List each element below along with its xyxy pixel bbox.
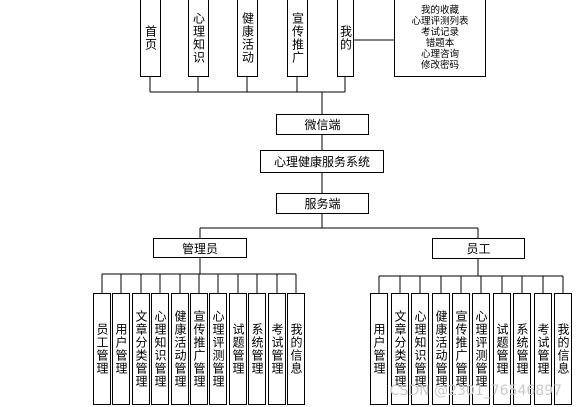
system-node: 心理健康服务系统	[260, 150, 384, 173]
admin-module-exam: 考试管理	[268, 293, 286, 405]
admin-module-questions: 试题管理	[229, 293, 247, 405]
submenu-consultation: 心理咨询	[420, 48, 459, 60]
employee-module-promotion: 宣传推广管理	[452, 293, 470, 405]
module-activity: 健康活动	[237, 0, 258, 77]
module-knowledge: 心理知识	[188, 0, 209, 77]
admin-module-my-info: 我的信息	[287, 293, 305, 405]
watermark: CSDN @2301_76546897	[389, 383, 562, 399]
admin-module-staff: 员工管理	[93, 293, 111, 405]
submenu-wrong-questions: 错题本	[425, 37, 455, 49]
employee-module-article-category: 文章分类管理	[391, 293, 409, 405]
my-submenu-box: 我的收藏 心理评测列表 考试记录 错题本 心理咨询 修改密码	[394, 0, 486, 77]
admin-module-article-category: 文章分类管理	[132, 293, 150, 405]
submenu-favorites: 我的收藏	[420, 4, 459, 16]
employee-module-exam: 考试管理	[534, 293, 552, 405]
module-mine: 我的	[337, 0, 354, 77]
admin-module-users: 用户管理	[112, 293, 130, 405]
module-promotion: 宣传推广	[287, 0, 308, 77]
admin-module-promotion: 宣传推广管理	[190, 293, 208, 405]
submenu-assessment-list: 心理评测列表	[411, 15, 469, 27]
employee-node: 员工	[432, 238, 525, 259]
employee-module-assessment: 心理评测管理	[472, 293, 490, 405]
employee-module-activity: 健康活动管理	[432, 293, 450, 405]
employee-module-questions: 试题管理	[493, 293, 511, 405]
server-node: 服务端	[276, 193, 369, 214]
employee-module-knowledge: 心理知识管理	[411, 293, 429, 405]
admin-module-activity: 健康活动管理	[171, 293, 189, 405]
admin-module-system: 系统管理	[248, 293, 266, 405]
client-node: 微信端	[276, 114, 369, 135]
admin-node: 管理员	[153, 238, 247, 258]
employee-module-my-info: 我的信息	[554, 293, 572, 405]
module-home: 首页	[140, 0, 161, 77]
admin-module-assessment: 心理评测管理	[209, 293, 227, 405]
submenu-change-password: 修改密码	[420, 59, 459, 71]
submenu-exam-records: 考试记录	[420, 26, 459, 38]
admin-module-knowledge: 心理知识管理	[151, 293, 169, 405]
employee-module-system: 系统管理	[513, 293, 531, 405]
employee-module-users: 用户管理	[370, 293, 388, 405]
